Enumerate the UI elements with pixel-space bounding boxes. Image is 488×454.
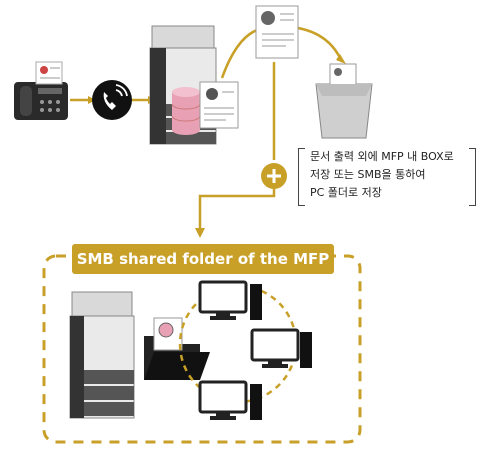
- note-line-2: 저장 또는 SMB을 통하여: [310, 168, 426, 181]
- mfp-printer-icon: [69, 291, 135, 419]
- phone-call-icon: [92, 80, 132, 120]
- pc-icon: [198, 380, 262, 420]
- fax-phone-icon: [14, 61, 68, 120]
- note-bracket-right: [469, 148, 476, 206]
- pc-icon: [198, 280, 262, 320]
- document-icon: [255, 5, 299, 59]
- note-line-3: PC 폴더로 저장: [310, 186, 382, 199]
- database-icon: [171, 87, 201, 135]
- smb-folder-banner: SMB shared folder of the MFP: [72, 244, 334, 274]
- storage-box-icon: [315, 63, 373, 139]
- pc-icon: [250, 328, 312, 368]
- folder-icon: [144, 317, 210, 380]
- plus-icon: [261, 163, 287, 189]
- note-line-1: 문서 출력 외에 MFP 내 BOX로: [310, 150, 454, 163]
- document-icon: [199, 81, 239, 129]
- description-note: 문서 출력 외에 MFP 내 BOX로 저장 또는 SMB을 통하여 PC 폴더…: [298, 148, 476, 206]
- note-bracket-left: [298, 148, 305, 206]
